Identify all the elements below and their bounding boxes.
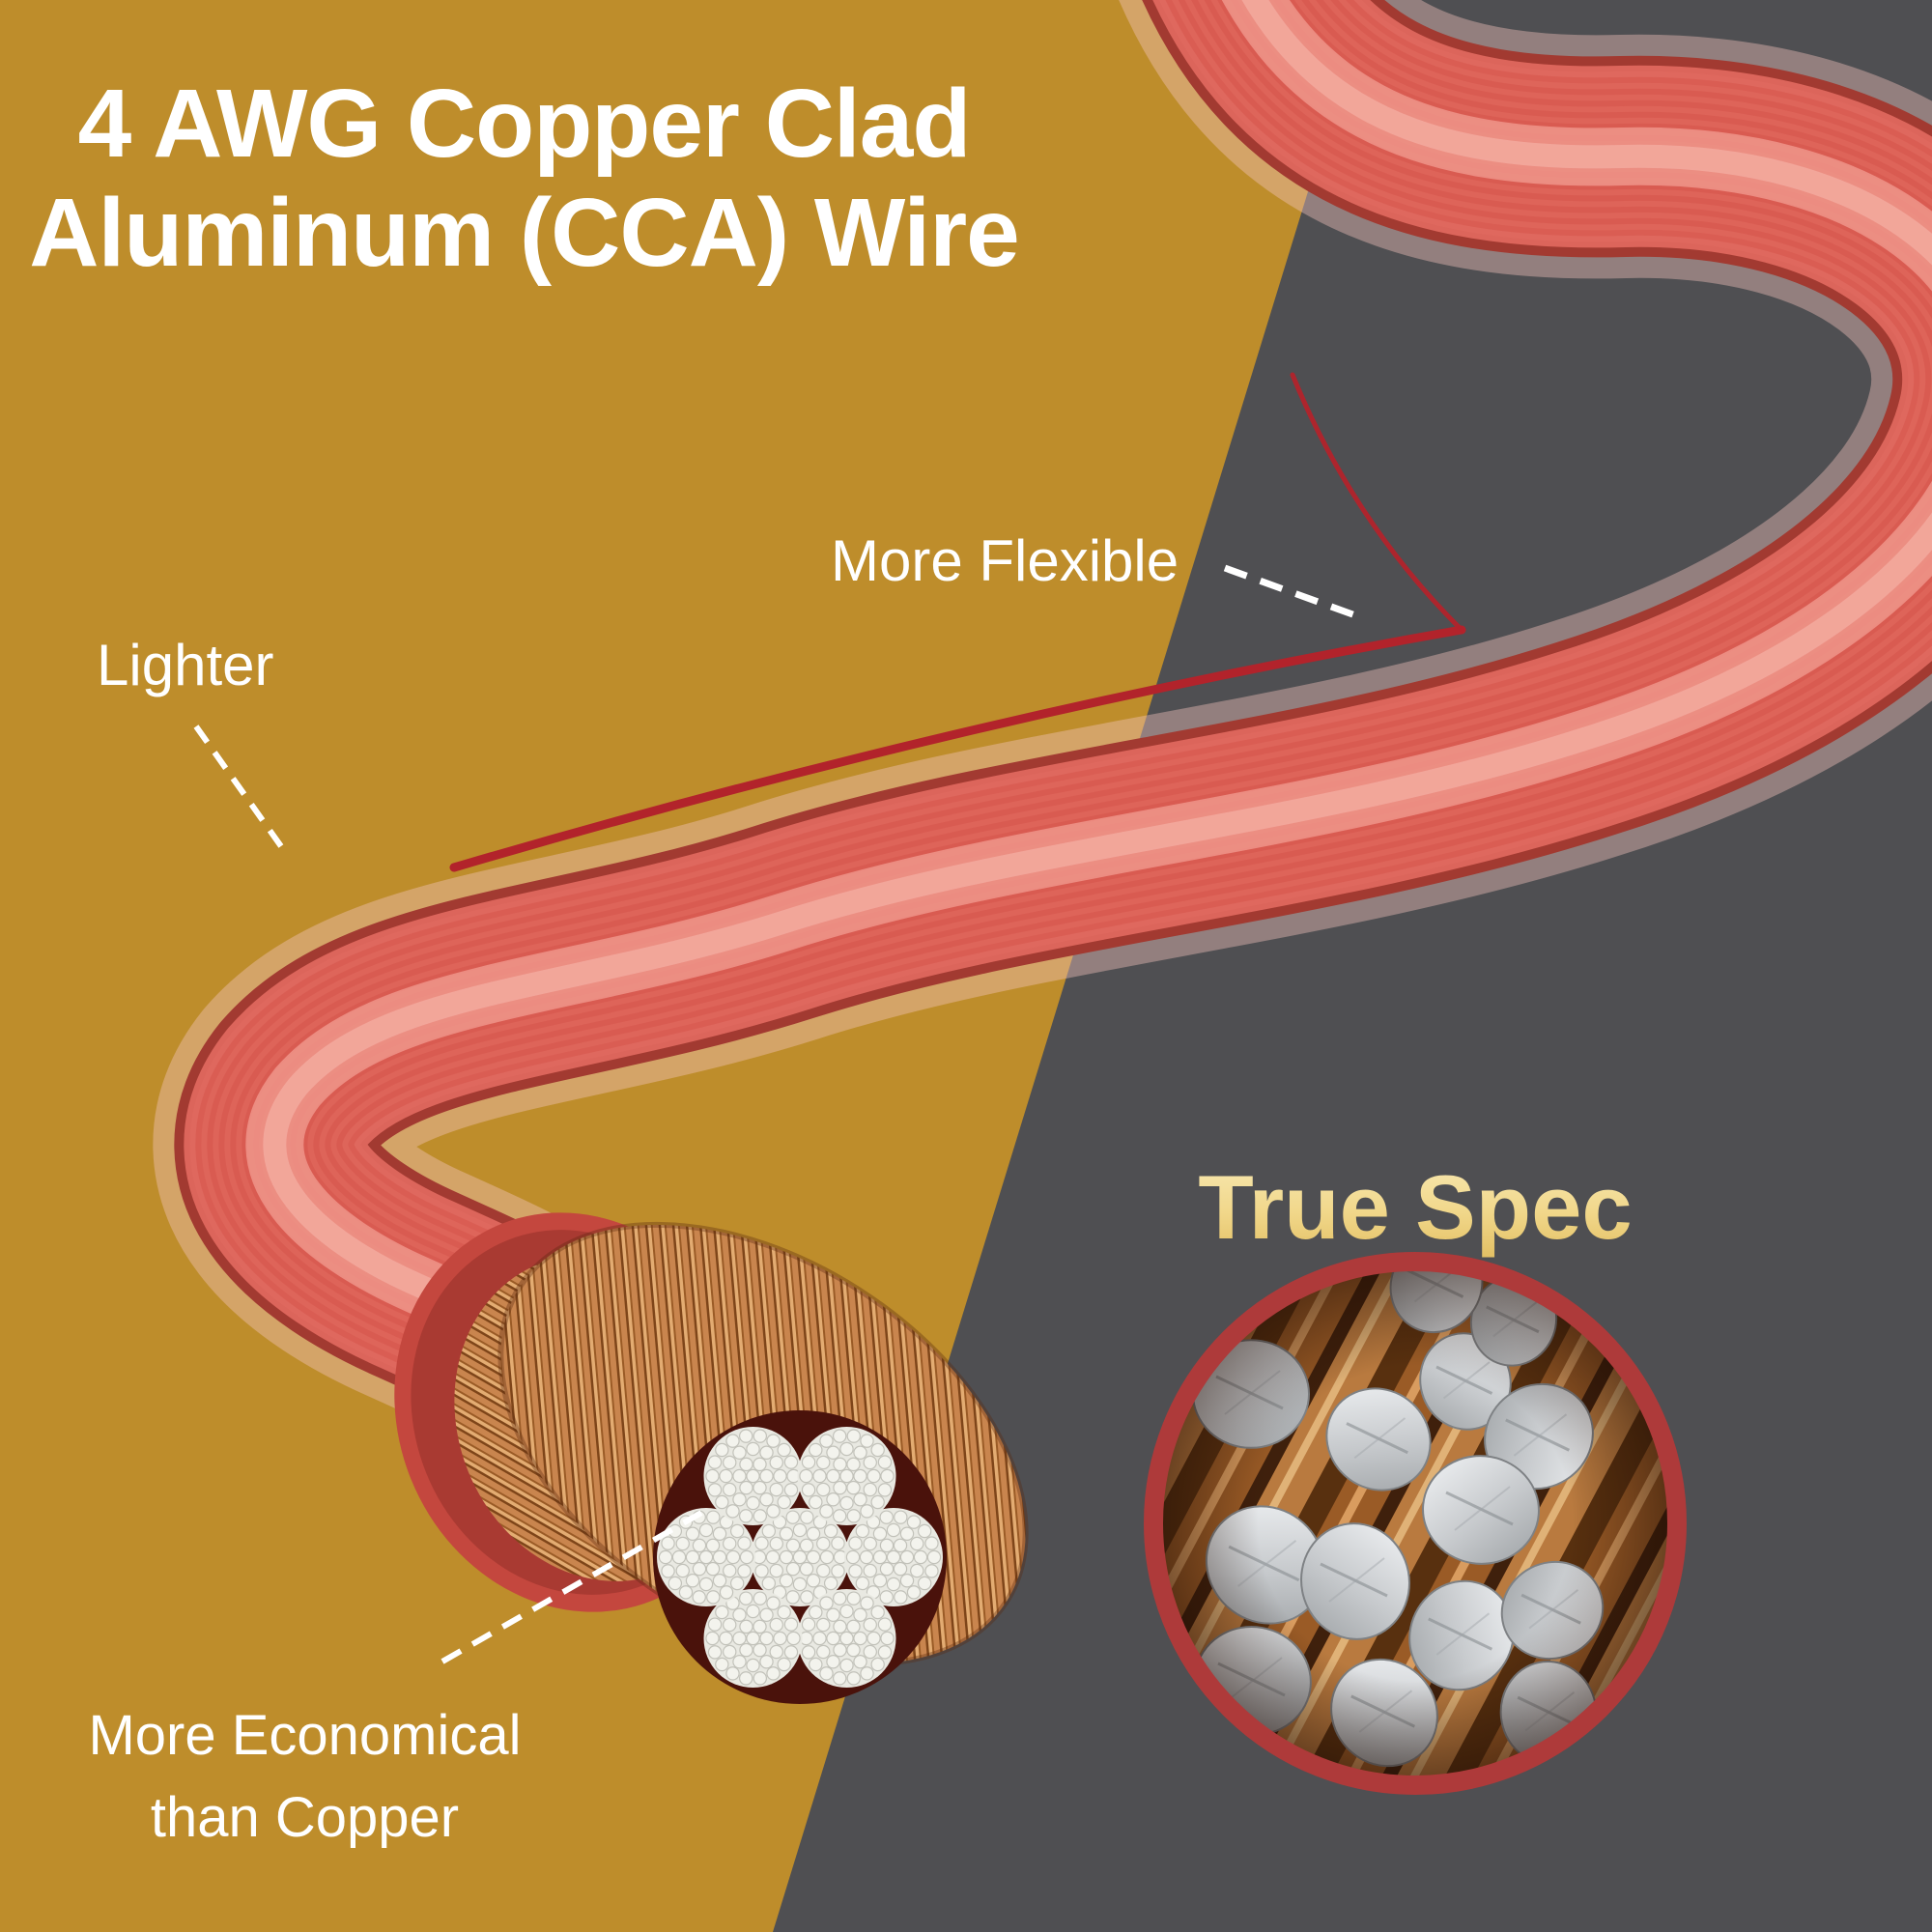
economical-dash-line [440,1510,703,1664]
callout-more-economical: More Economical than Copper [27,1694,582,1860]
callout-more-economical-line1: More Economical [88,1704,522,1767]
lighter-dash-line [193,724,291,858]
callout-more-flexible: More Flexible [831,528,1179,593]
truespec-heading: True Spec [1140,1155,1690,1260]
page-title: 4 AWG Copper Clad Aluminum (CCA) Wire [19,70,1029,288]
wire-cut-end [394,1212,1029,1704]
flexible-dash-line [1223,564,1357,619]
page-title-line1: 4 AWG Copper Clad [77,70,972,178]
aluminum-strand-cross-section [653,1410,947,1704]
cca-wire [153,0,1932,1505]
truespec-inset-photo [1144,1252,1687,1795]
accent-swoosh-lower [449,625,1466,872]
page-title-line2: Aluminum (CCA) Wire [29,179,1020,287]
callout-dash-lines [193,564,1357,1664]
callout-more-economical-line2: than Copper [150,1786,460,1850]
callout-lighter: Lighter [97,633,274,697]
accent-swoosh-upper [1290,372,1464,633]
